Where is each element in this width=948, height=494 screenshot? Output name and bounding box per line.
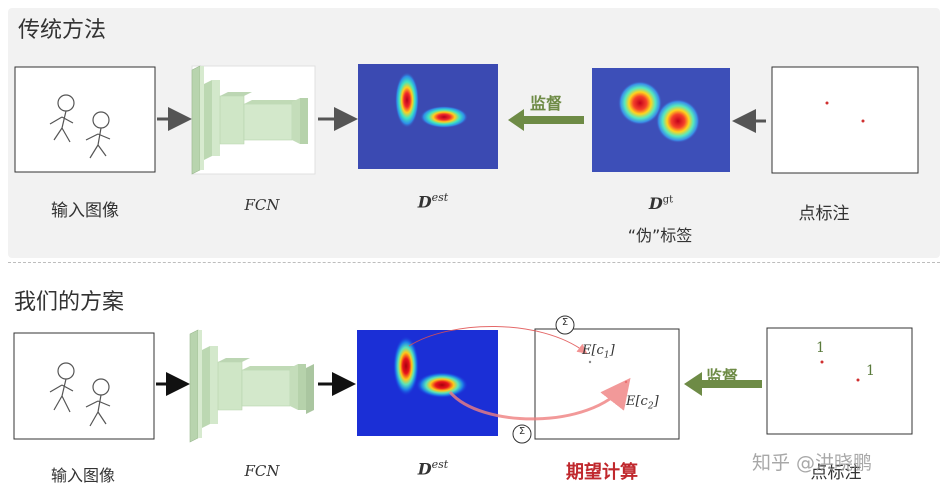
top-dest-heatmap xyxy=(358,64,498,169)
bottom-fcn-caption: FCN xyxy=(244,462,280,480)
top-dest-caption: Dest xyxy=(417,191,449,212)
top-points-caption: 点标注 xyxy=(798,204,850,224)
top-point-annotation xyxy=(771,66,919,174)
stick-figure-icon xyxy=(49,94,75,143)
expectation-c2: E[c2] xyxy=(626,394,659,412)
expectation-arc-2 xyxy=(448,377,631,421)
expectation-arc-1 xyxy=(408,326,588,354)
bottom-dest-caption: Dest xyxy=(417,458,449,479)
top-dgt-caption: Dgt xyxy=(648,194,674,213)
top-supervise-arrow xyxy=(508,109,584,131)
bottom-supervise-label: 监督 xyxy=(706,367,739,386)
stick-figure-icon xyxy=(85,378,111,427)
top-fcn-caption: FCN xyxy=(244,196,280,214)
traditional-title: 传统方法 xyxy=(18,18,107,43)
section-divider xyxy=(8,262,940,263)
expectation-c1: E[c1] xyxy=(582,343,615,361)
watermark: 知乎 @洪晓鹏 xyxy=(752,452,873,474)
stick-figure-icon xyxy=(49,362,75,413)
point-label-a: 1 xyxy=(816,340,825,356)
top-supervise-label: 监督 xyxy=(530,94,563,113)
sum-circle-top xyxy=(555,315,575,335)
top-fcn-network xyxy=(191,65,316,175)
our-method-title: 我们的方案 xyxy=(14,290,125,315)
stick-figure-icon xyxy=(85,111,111,159)
bottom-points-caption: 点标注 xyxy=(810,463,862,483)
top-input-image xyxy=(14,66,156,173)
expectation-caption: 期望计算 xyxy=(566,462,638,483)
bottom-dest-heatmap xyxy=(357,330,498,436)
sum-symbol-top: Σ xyxy=(561,317,569,328)
top-input-caption: 输入图像 xyxy=(51,201,119,221)
bottom-input-caption: 输入图像 xyxy=(50,466,115,485)
bottom-supervise-arrow xyxy=(684,372,762,396)
bottom-input-image xyxy=(13,332,155,440)
top-dgt-heatmap xyxy=(592,68,730,172)
sum-circle-bottom xyxy=(512,424,532,444)
sum-symbol-bottom: Σ xyxy=(518,426,526,437)
bottom-point-annotation xyxy=(766,327,913,435)
bottom-fcn-network xyxy=(189,329,314,443)
point-label-b: 1 xyxy=(866,363,875,379)
pseudo-label-caption: “伪”标签 xyxy=(627,226,693,245)
